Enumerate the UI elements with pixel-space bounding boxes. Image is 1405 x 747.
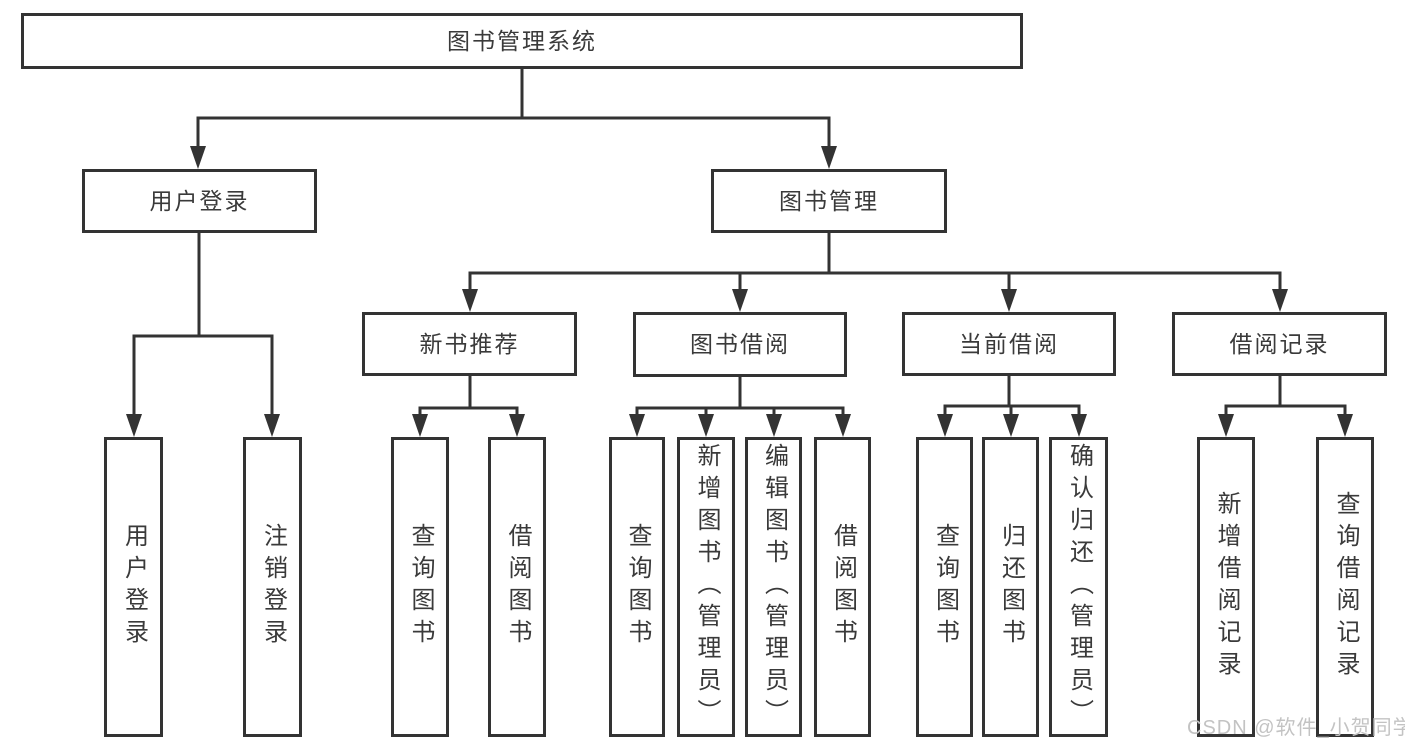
leaf-query-books-recommend-label: 查询图书 <box>407 523 434 651</box>
leaf-user-login: 用户登录 <box>104 437 163 737</box>
node-new-book-recommend-label: 新书推荐 <box>419 330 520 357</box>
node-user-login-label: 用户登录 <box>149 187 250 214</box>
leaf-confirm-return-admin: 确认归还（管理员） <box>1049 437 1108 737</box>
leaf-edit-books-admin-label: 编辑图书（管理员） <box>760 443 788 731</box>
leaf-query-borrow-record: 查询借阅记录 <box>1316 437 1374 737</box>
node-borrow-records: 借阅记录 <box>1172 312 1387 376</box>
leaf-add-borrow-record: 新增借阅记录 <box>1197 437 1255 737</box>
leaf-return-books: 归还图书 <box>982 437 1039 737</box>
leaf-add-borrow-record-label: 新增借阅记录 <box>1213 491 1240 683</box>
node-root-label: 图书管理系统 <box>447 27 597 54</box>
leaf-query-books-borrow-label: 查询图书 <box>624 523 651 651</box>
leaf-confirm-return-admin-label: 确认归还（管理员） <box>1065 443 1093 731</box>
leaf-borrow-books-recommend: 借阅图书 <box>488 437 546 737</box>
node-book-management-label: 图书管理 <box>779 187 879 214</box>
node-root: 图书管理系统 <box>21 13 1023 69</box>
leaf-borrow-books: 借阅图书 <box>814 437 871 737</box>
leaf-add-books-admin-label: 新增图书（管理员） <box>693 443 720 731</box>
node-new-book-recommend: 新书推荐 <box>362 312 577 376</box>
node-borrow-records-label: 借阅记录 <box>1229 330 1330 357</box>
leaf-return-books-label: 归还图书 <box>997 523 1025 651</box>
leaf-borrow-books-label: 借阅图书 <box>829 523 857 651</box>
leaf-add-books-admin: 新增图书（管理员） <box>677 437 735 737</box>
leaf-query-books-recommend: 查询图书 <box>391 437 449 737</box>
node-user-login: 用户登录 <box>82 169 317 233</box>
leaf-query-borrow-record-label: 查询借阅记录 <box>1332 491 1359 683</box>
leaf-query-books-current-label: 查询图书 <box>931 523 959 651</box>
leaf-logout-label: 注销登录 <box>259 523 287 651</box>
node-book-borrow: 图书借阅 <box>633 312 847 377</box>
leaf-query-books-current: 查询图书 <box>916 437 973 737</box>
node-current-borrow: 当前借阅 <box>902 312 1116 376</box>
node-current-borrow-label: 当前借阅 <box>959 330 1059 357</box>
watermark-text: CSDN @软件_小贺同学 <box>1187 717 1405 739</box>
node-book-borrow-label: 图书借阅 <box>690 331 790 357</box>
leaf-borrow-books-recommend-label: 借阅图书 <box>504 523 531 651</box>
leaf-edit-books-admin: 编辑图书（管理员） <box>745 437 802 737</box>
leaf-query-books-borrow: 查询图书 <box>609 437 665 737</box>
node-book-management: 图书管理 <box>711 169 947 233</box>
leaf-logout: 注销登录 <box>243 437 302 737</box>
leaf-user-login-label: 用户登录 <box>120 523 148 651</box>
